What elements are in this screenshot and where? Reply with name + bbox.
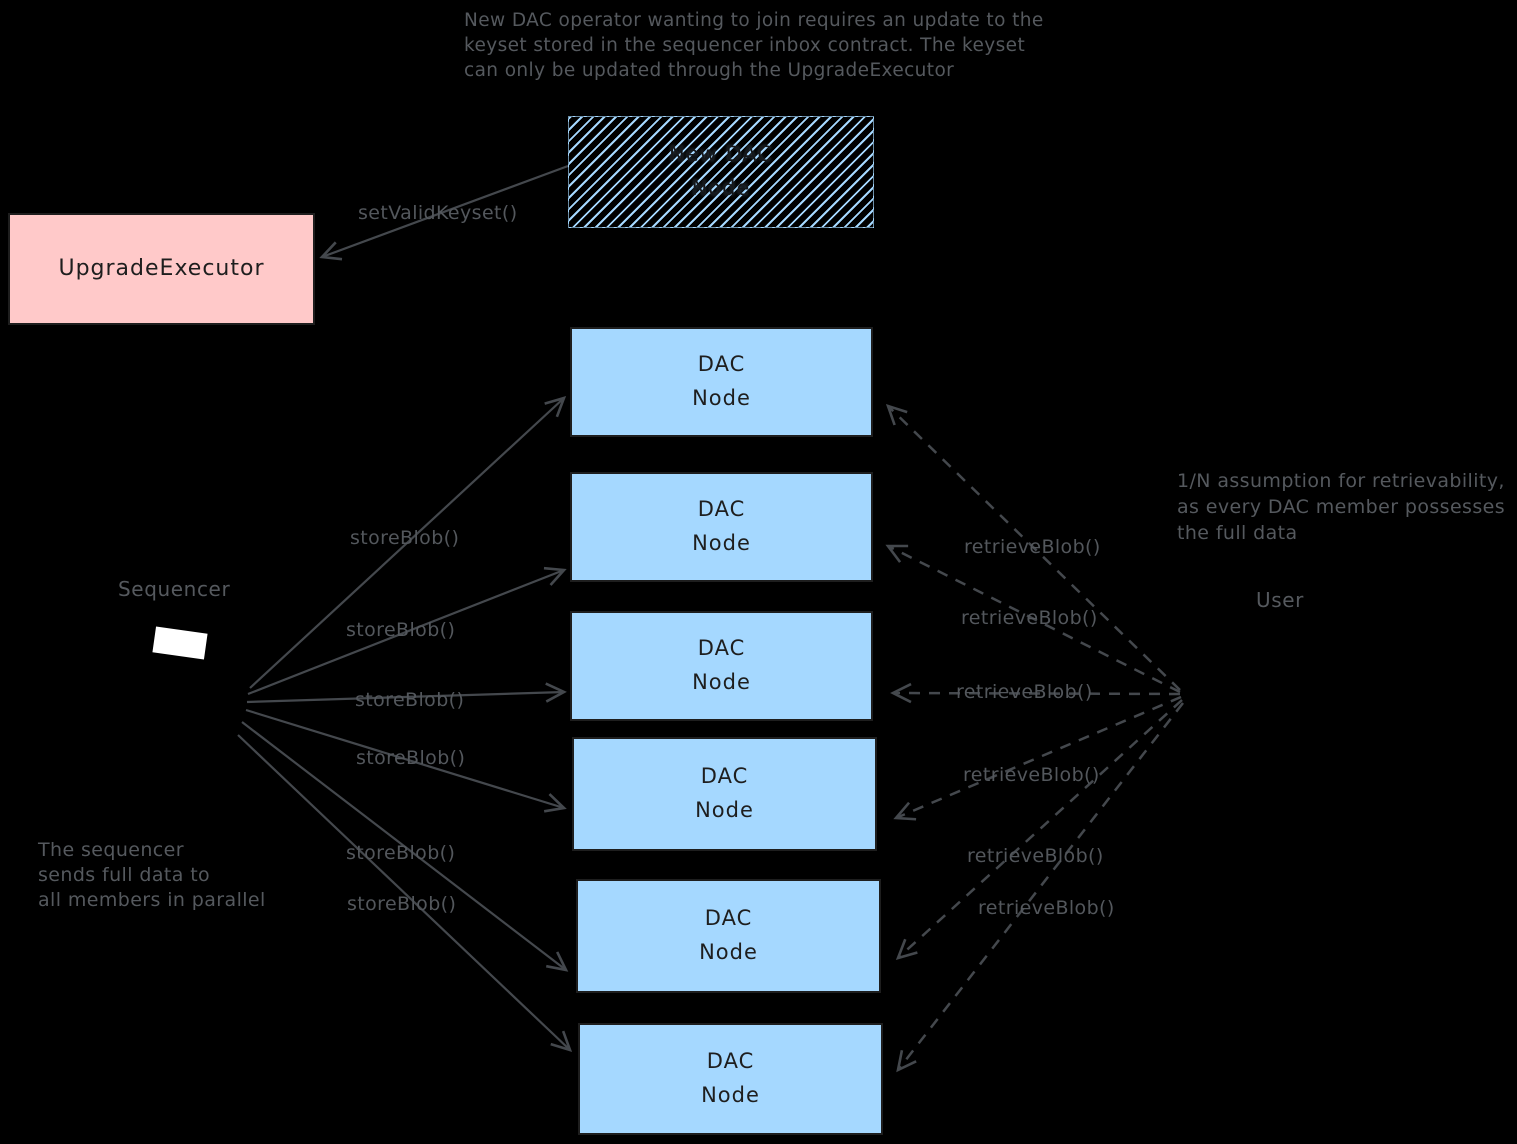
dac-node-label-line2: Node — [692, 531, 751, 555]
dac-node-label-line2: Node — [695, 798, 754, 822]
store-blob-label-4: storeBlob() — [356, 747, 466, 769]
retrieve-blob-label-4: retrieveBlob() — [963, 764, 1100, 786]
store-blob-label-6: storeBlob() — [347, 893, 457, 915]
retrieve-blob-label-6: retrieveBlob() — [978, 897, 1115, 919]
retrieve-blob-arrow-6 — [896, 702, 1184, 1073]
retrievability-note: 1/N assumption for retrievability, as ev… — [1177, 468, 1505, 546]
new-dac-node-label-line1: New DAC — [669, 142, 773, 167]
retrieve-blob-arrow-1 — [885, 403, 1181, 691]
dac-node-box-1: DAC Node — [570, 327, 873, 437]
upgrade-executor-label: UpgradeExecutor — [58, 256, 265, 282]
sequencer-note: The sequencer sends full data to all mem… — [38, 838, 266, 913]
retrieve-blob-label-2: retrieveBlob() — [961, 607, 1098, 629]
dac-node-label-line1: DAC — [704, 906, 753, 931]
new-dac-node-box: New DAC Node — [568, 116, 874, 228]
keyset-note-line: New DAC operator wanting to join require… — [464, 10, 1044, 31]
keyset-note-line: keyset stored in the sequencer inbox con… — [464, 35, 1026, 56]
new-dac-node-label-line2: Node — [691, 176, 751, 200]
store-blob-arrow-6 — [237, 734, 573, 1053]
sequencer-note-line: all members in parallel — [38, 889, 266, 911]
store-blob-arrow-3 — [246, 682, 567, 704]
dac-node-box-4: DAC Node — [572, 737, 877, 851]
retrieve-blob-label-1: retrieveBlob() — [964, 536, 1101, 558]
set-valid-keyset-arrow — [319, 164, 569, 261]
set-valid-keyset-label: setValidKeyset() — [358, 202, 518, 224]
dac-node-box-2: DAC Node — [570, 472, 873, 582]
dac-node-label-line1: DAC — [697, 497, 746, 522]
retrieve-blob-label-5: retrieveBlob() — [967, 845, 1104, 867]
retrieve-blob-arrow-2 — [885, 544, 1181, 694]
store-blob-label-2: storeBlob() — [346, 619, 456, 641]
store-blob-arrow-1 — [249, 396, 567, 689]
retrievability-note-line: the full data — [1177, 522, 1298, 544]
retrieve-blob-arrow-3 — [890, 682, 1181, 704]
retrieve-blob-arrow-5 — [895, 699, 1183, 960]
sequencer-label: Sequencer — [118, 577, 231, 601]
dac-node-label-line1: DAC — [700, 764, 749, 789]
store-blob-arrow-5 — [241, 721, 569, 972]
sequencer-note-line: The sequencer — [38, 839, 184, 861]
dac-node-label-line2: Node — [699, 940, 758, 964]
dac-node-label-line1: DAC — [706, 1049, 755, 1074]
store-blob-label-5: storeBlob() — [346, 842, 456, 864]
dac-node-box-3: DAC Node — [570, 611, 873, 721]
sequencer-note-line: sends full data to — [38, 864, 211, 886]
retrieve-blob-label-3: retrieveBlob() — [956, 681, 1093, 703]
dac-node-label-line1: DAC — [697, 352, 746, 377]
user-label: User — [1256, 588, 1304, 612]
dac-node-label-line1: DAC — [697, 636, 746, 661]
retrieve-blob-arrow-4 — [893, 695, 1182, 821]
dac-node-box-5: DAC Node — [576, 879, 881, 993]
dac-node-label-line2: Node — [692, 670, 751, 694]
keyset-note: New DAC operator wanting to join require… — [464, 8, 1044, 83]
store-blob-arrow-2 — [247, 566, 567, 696]
dac-node-label-line2: Node — [701, 1083, 760, 1107]
store-blob-label-3: storeBlob() — [355, 689, 465, 711]
dac-node-label-line2: Node — [692, 386, 751, 410]
retrievability-note-line: as every DAC member possesses — [1177, 496, 1506, 518]
keyset-note-line: can only be updated through the UpgradeE… — [464, 60, 955, 81]
retrievability-note-line: 1/N assumption for retrievability, — [1177, 470, 1505, 492]
store-blob-label-1: storeBlob() — [350, 527, 460, 549]
store-blob-arrow-4 — [245, 708, 567, 813]
upgrade-executor-box: UpgradeExecutor — [8, 213, 315, 325]
dac-node-box-6: DAC Node — [578, 1023, 883, 1135]
